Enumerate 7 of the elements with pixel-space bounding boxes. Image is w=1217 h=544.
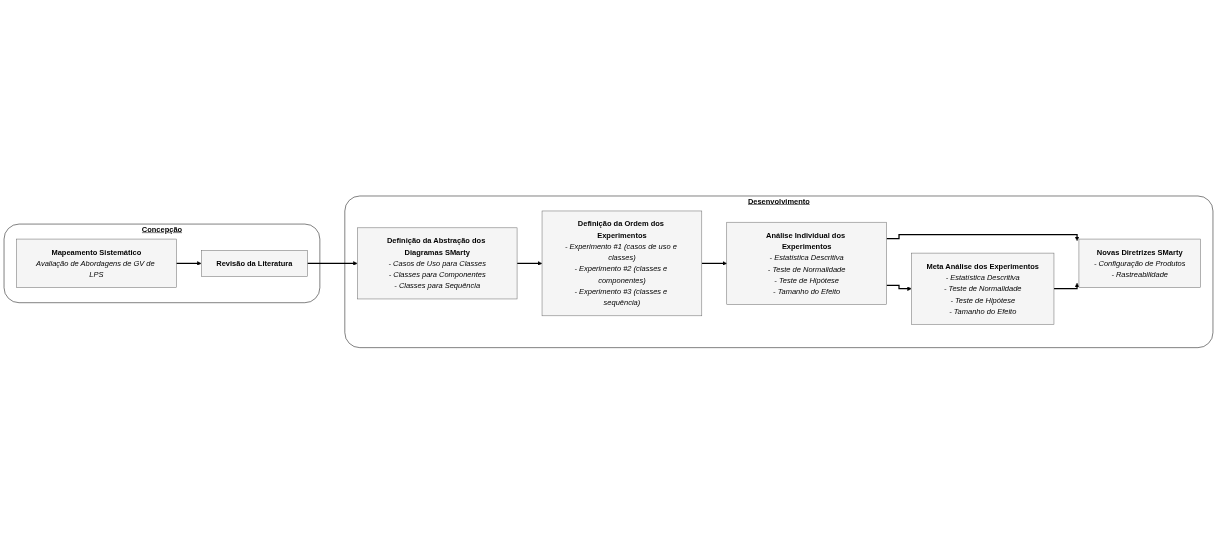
arrow bbox=[885, 234, 1080, 242]
arrow bbox=[1053, 283, 1080, 290]
arrow bbox=[885, 284, 912, 292]
arrow bbox=[306, 261, 358, 266]
arrow bbox=[701, 261, 727, 266]
arrow bbox=[175, 261, 202, 266]
arrow bbox=[516, 261, 543, 266]
